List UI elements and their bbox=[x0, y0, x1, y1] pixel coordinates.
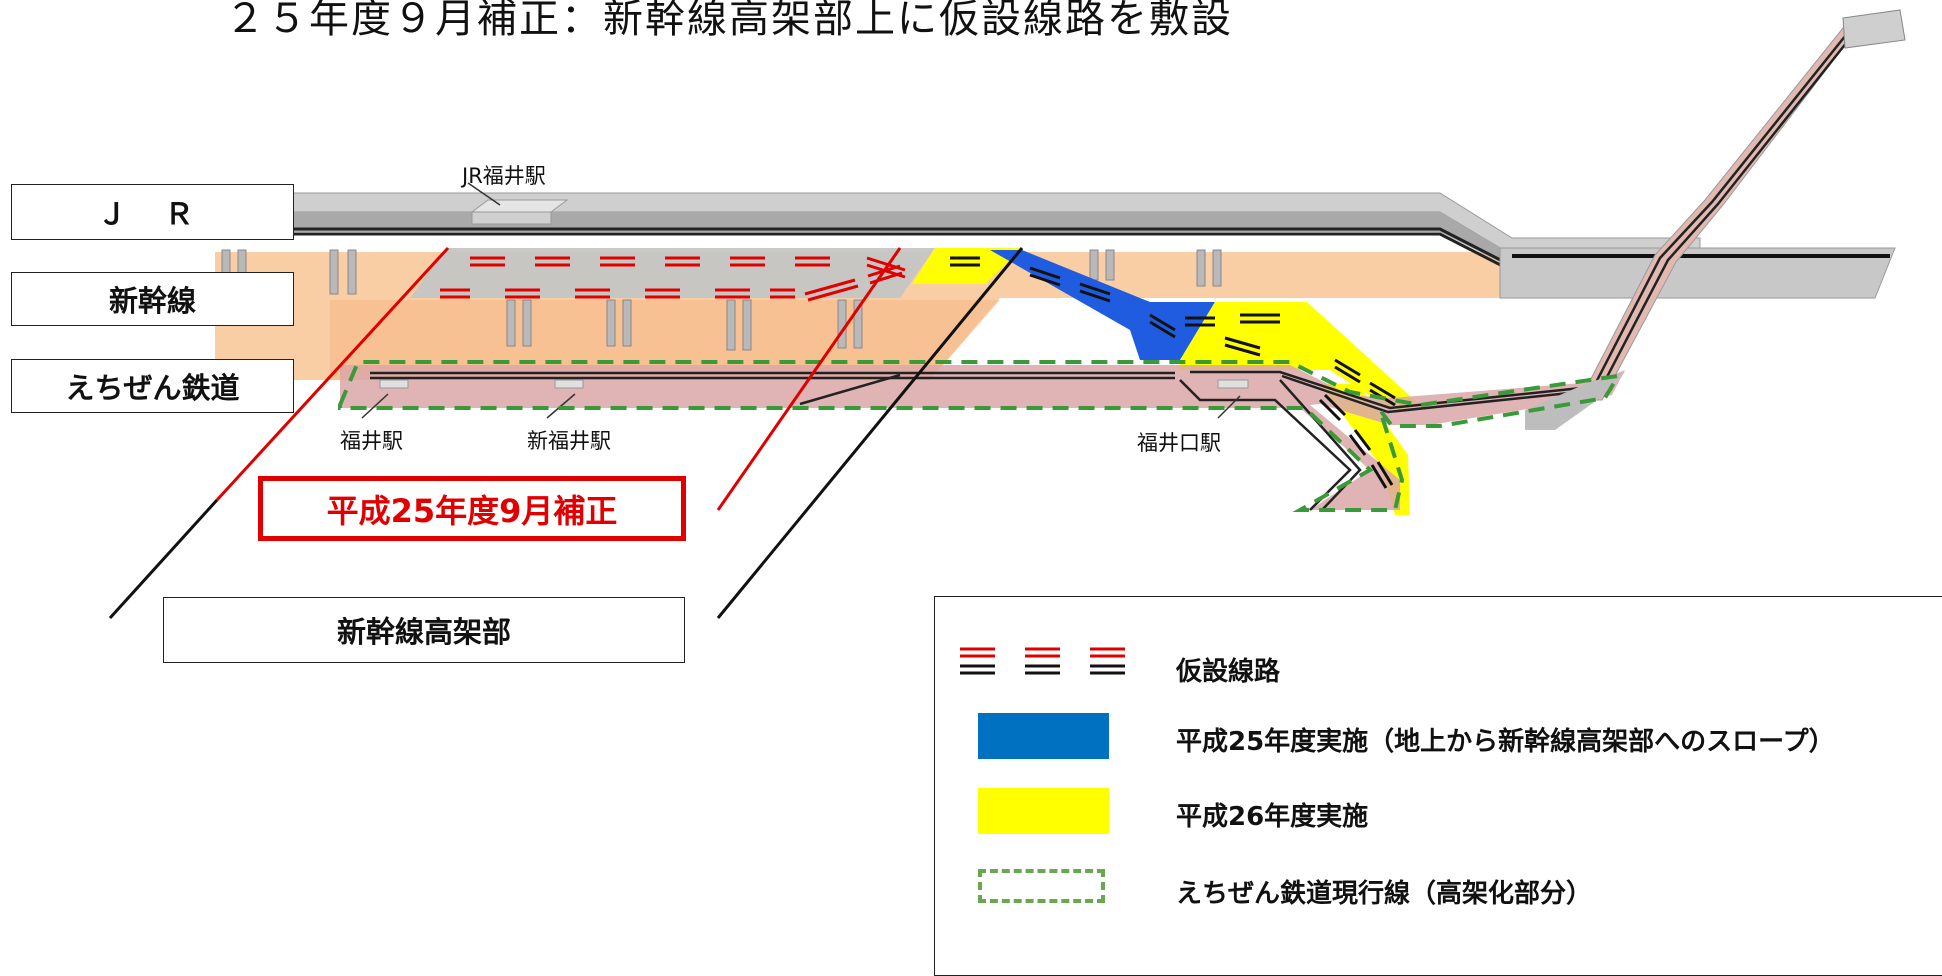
legend-item: えちぜん鉄道現行線（高架化部分） bbox=[935, 859, 1942, 919]
hosei-callout-text: 平成25年度9月補正 bbox=[326, 491, 618, 530]
kouka-callout: 新幹線高架部 bbox=[163, 597, 685, 663]
fukuiguchi-platform bbox=[1217, 379, 1249, 389]
h26-area-lower bbox=[1180, 302, 1420, 412]
echizen-branch bbox=[1579, 27, 1860, 401]
page-title: ２５年度９月補正：新幹線高架部上に仮設線路を敷設 bbox=[225, 0, 1233, 42]
shin-fukui-station-label: 新福井駅 bbox=[527, 429, 611, 453]
temporary-tracks-black bbox=[950, 256, 1396, 489]
shinkansen-deck-right bbox=[1499, 247, 1896, 299]
echizen-line-label-text: えちぜん鉄道 bbox=[65, 371, 240, 405]
jr-line-label-text: Ｊ Ｒ bbox=[97, 197, 208, 231]
shinkansen-line-label-text: 新幹線 bbox=[108, 284, 196, 318]
h25-slope-area bbox=[990, 250, 1215, 360]
rail-diagram bbox=[108, 9, 1906, 620]
shin-fukui-platform bbox=[554, 379, 584, 389]
echizen-track-bed bbox=[340, 365, 1625, 510]
jr-line-label: Ｊ Ｒ bbox=[11, 184, 294, 240]
jr-fukui-platform bbox=[470, 199, 569, 213]
legend-item: 平成25年度実施（地上から新幹線高架部へのスロープ） bbox=[935, 707, 1942, 767]
hosei-callout: 平成25年度9月補正 bbox=[258, 476, 686, 541]
echizen-tracks bbox=[370, 370, 1601, 511]
echizen-line-label: えちぜん鉄道 bbox=[11, 359, 294, 413]
fukui-station-label: 福井駅 bbox=[340, 429, 403, 453]
legend-text: 仮設線路 bbox=[1176, 657, 1281, 687]
legend-text: 平成25年度実施（地上から新幹線高架部へのスロープ） bbox=[1176, 727, 1835, 757]
legend-item: 仮設線路 bbox=[935, 637, 1942, 697]
legend: 仮設線路 平成25年度実施（地上から新幹線高架部へのスロープ） 平成26年度実施… bbox=[934, 596, 1942, 976]
echizen-current-outline bbox=[338, 360, 1622, 512]
fukui-platform bbox=[379, 379, 409, 389]
legend-text: えちぜん鉄道現行線（高架化部分） bbox=[1176, 879, 1593, 909]
yellow-swatch-icon bbox=[978, 788, 1109, 834]
legend-text: 平成26年度実施 bbox=[1176, 802, 1369, 832]
fukuiguchi-station-label: 福井口駅 bbox=[1137, 431, 1221, 455]
jr-deck-side bbox=[293, 212, 1700, 268]
echizen-branch-deck bbox=[1525, 372, 1625, 430]
terminal-platform bbox=[1842, 9, 1906, 49]
blue-swatch-icon bbox=[978, 713, 1109, 759]
legend-item: 平成26年度実施 bbox=[935, 782, 1942, 842]
green-dashed-box-icon bbox=[978, 869, 1105, 903]
jr-fukui-station-label: JR福井駅 bbox=[462, 164, 546, 188]
shinkansen-deck-gray bbox=[410, 248, 935, 298]
shinkansen-line-label: 新幹線 bbox=[11, 272, 294, 326]
viaduct-piers bbox=[221, 249, 1222, 351]
kouka-callout-text: 新幹線高架部 bbox=[336, 615, 511, 649]
temporary-track-icon bbox=[960, 647, 1125, 675]
